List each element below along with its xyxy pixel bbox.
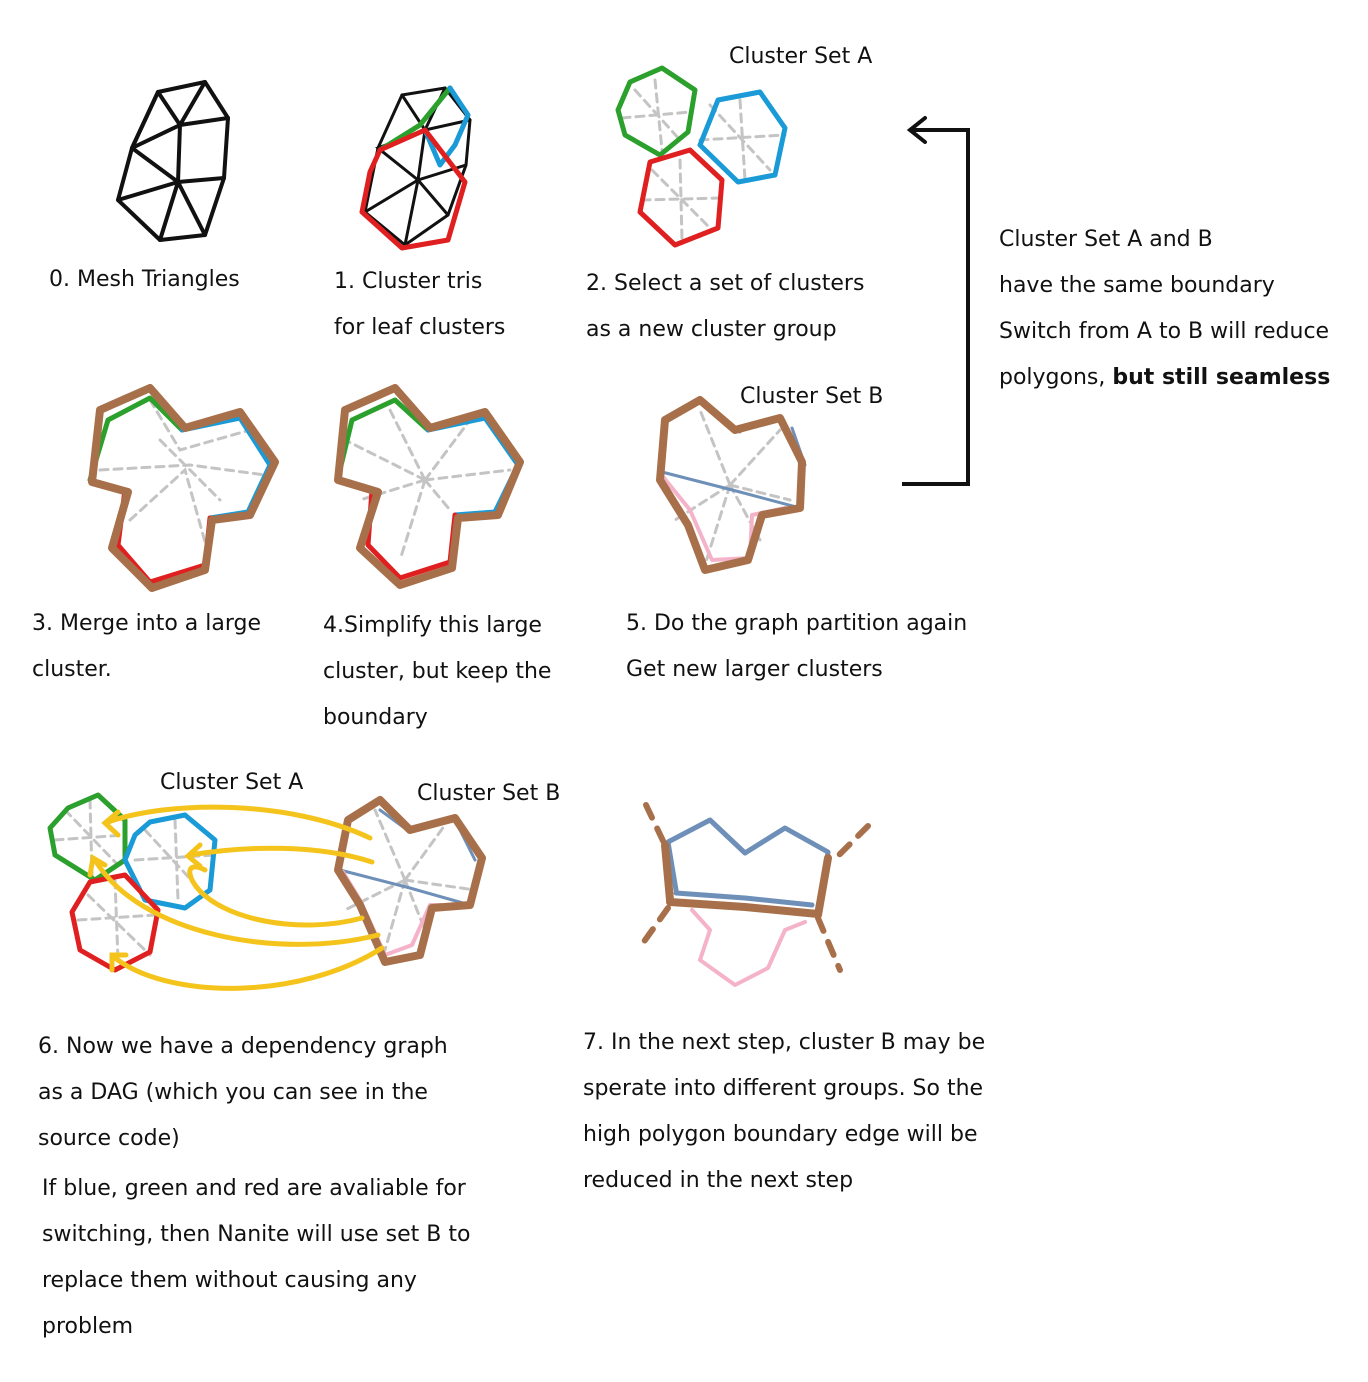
caption-line: Get new larger clusters xyxy=(626,657,883,682)
step-2-caption: 2. Select a set of clusters as a new clu… xyxy=(586,261,864,353)
merged-cluster xyxy=(87,384,279,592)
cluster-set-b-label-bottom: Cluster Set B xyxy=(417,781,561,806)
note-line: Switch from A to B will reduce xyxy=(999,319,1330,344)
caption-line: source code) xyxy=(38,1126,180,1151)
caption-line: for leaf clusters xyxy=(334,315,506,340)
caption-line: sperate into different groups. So the xyxy=(583,1076,984,1101)
caption-line: 0. Mesh Triangles xyxy=(49,267,240,292)
set-b-bottom xyxy=(334,796,486,966)
cluster-set-a-label-top: Cluster Set A xyxy=(729,44,873,69)
note-line-last: polygons, but still seamless xyxy=(999,355,1330,401)
step-0-caption: 0. Mesh Triangles xyxy=(49,257,240,303)
caption-line: as a DAG (which you can see in the xyxy=(38,1080,428,1105)
note-bold: but still seamless xyxy=(1112,365,1331,390)
caption-line: high polygon boundary edge will be xyxy=(583,1122,978,1147)
mesh-triangles xyxy=(116,80,230,242)
step-6-caption: 6. Now we have a dependency graph as a D… xyxy=(38,1024,448,1162)
step-1-caption: 1. Cluster tris for leaf clusters xyxy=(334,259,505,351)
caption-line: If blue, green and red are avaliable for xyxy=(42,1176,466,1201)
step-7-caption: 7. In the next step, cluster B may be sp… xyxy=(583,1020,985,1204)
cluster-set-b-label-mid: Cluster Set B xyxy=(740,384,884,409)
caption-line: 6. Now we have a dependency graph xyxy=(38,1034,448,1059)
caption-line: reduced in the next step xyxy=(583,1168,854,1193)
cluster-set-b-mid xyxy=(656,396,807,574)
note-line: have the same boundary xyxy=(999,273,1275,298)
step-6-explanation: If blue, green and red are avaliable for… xyxy=(42,1166,470,1350)
step-3-caption: 3. Merge into a large cluster. xyxy=(32,601,261,693)
caption-line: switching, then Nanite will use set B to xyxy=(42,1222,471,1247)
note-line: Cluster Set A and B xyxy=(999,227,1213,252)
leaf-clusters xyxy=(359,85,472,251)
dependency-arrows xyxy=(87,804,385,991)
equivalence-note: Cluster Set A and B have the same bounda… xyxy=(999,217,1330,401)
cluster-set-a-label-bottom: Cluster Set A xyxy=(160,770,304,795)
caption-line: as a new cluster group xyxy=(586,317,837,342)
caption-line: 2. Select a set of clusters xyxy=(586,271,865,296)
step-5-caption: 5. Do the graph partition again Get new … xyxy=(626,601,967,693)
caption-line: 3. Merge into a large xyxy=(32,611,262,636)
caption-line: 7. In the next step, cluster B may be xyxy=(583,1030,986,1055)
caption-line: cluster, but keep the xyxy=(323,659,552,684)
step-4-caption: 4.Simplify this large cluster, but keep … xyxy=(323,603,551,741)
caption-line: 4.Simplify this large xyxy=(323,613,542,638)
cluster-set-a-top xyxy=(615,65,788,248)
caption-line: 1. Cluster tris xyxy=(334,269,483,294)
caption-line: boundary xyxy=(323,705,428,730)
caption-line: 5. Do the graph partition again xyxy=(626,611,968,636)
caption-line: cluster. xyxy=(32,657,112,682)
caption-line: problem xyxy=(42,1314,134,1339)
note-plain: polygons, xyxy=(999,365,1113,390)
simplified-cluster xyxy=(334,384,524,589)
next-step-cluster xyxy=(635,802,871,987)
set-a-bottom xyxy=(47,792,218,973)
caption-line: replace them without causing any xyxy=(42,1268,417,1293)
equivalence-arrow xyxy=(902,116,970,486)
